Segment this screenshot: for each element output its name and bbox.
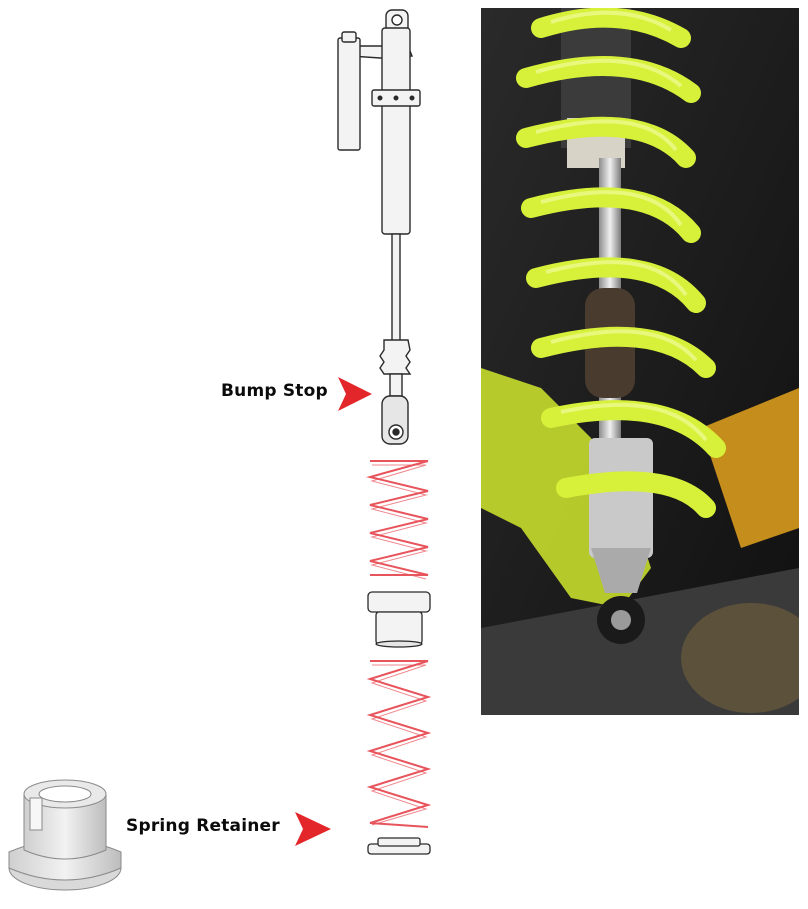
bump-stop-arrow-icon [338, 377, 372, 411]
spring-retainer-render [8, 779, 122, 891]
shock-shaft [391, 233, 401, 345]
installed-shock-photo [481, 8, 799, 715]
bump-stop-label: Bump Stop [221, 381, 328, 401]
lower-coil-spring [366, 660, 432, 828]
spring-retainer-arrow-icon [295, 812, 331, 846]
lower-spring-seat [367, 837, 431, 855]
shock-body [381, 27, 411, 235]
remote-reservoir [337, 37, 361, 151]
shock-absorber-drawing [337, 9, 421, 445]
spring-retainer-label: Spring Retainer [126, 816, 280, 836]
crossover-ring [367, 591, 431, 648]
upper-coil-spring [366, 460, 429, 580]
bump-stop-part [379, 339, 412, 375]
